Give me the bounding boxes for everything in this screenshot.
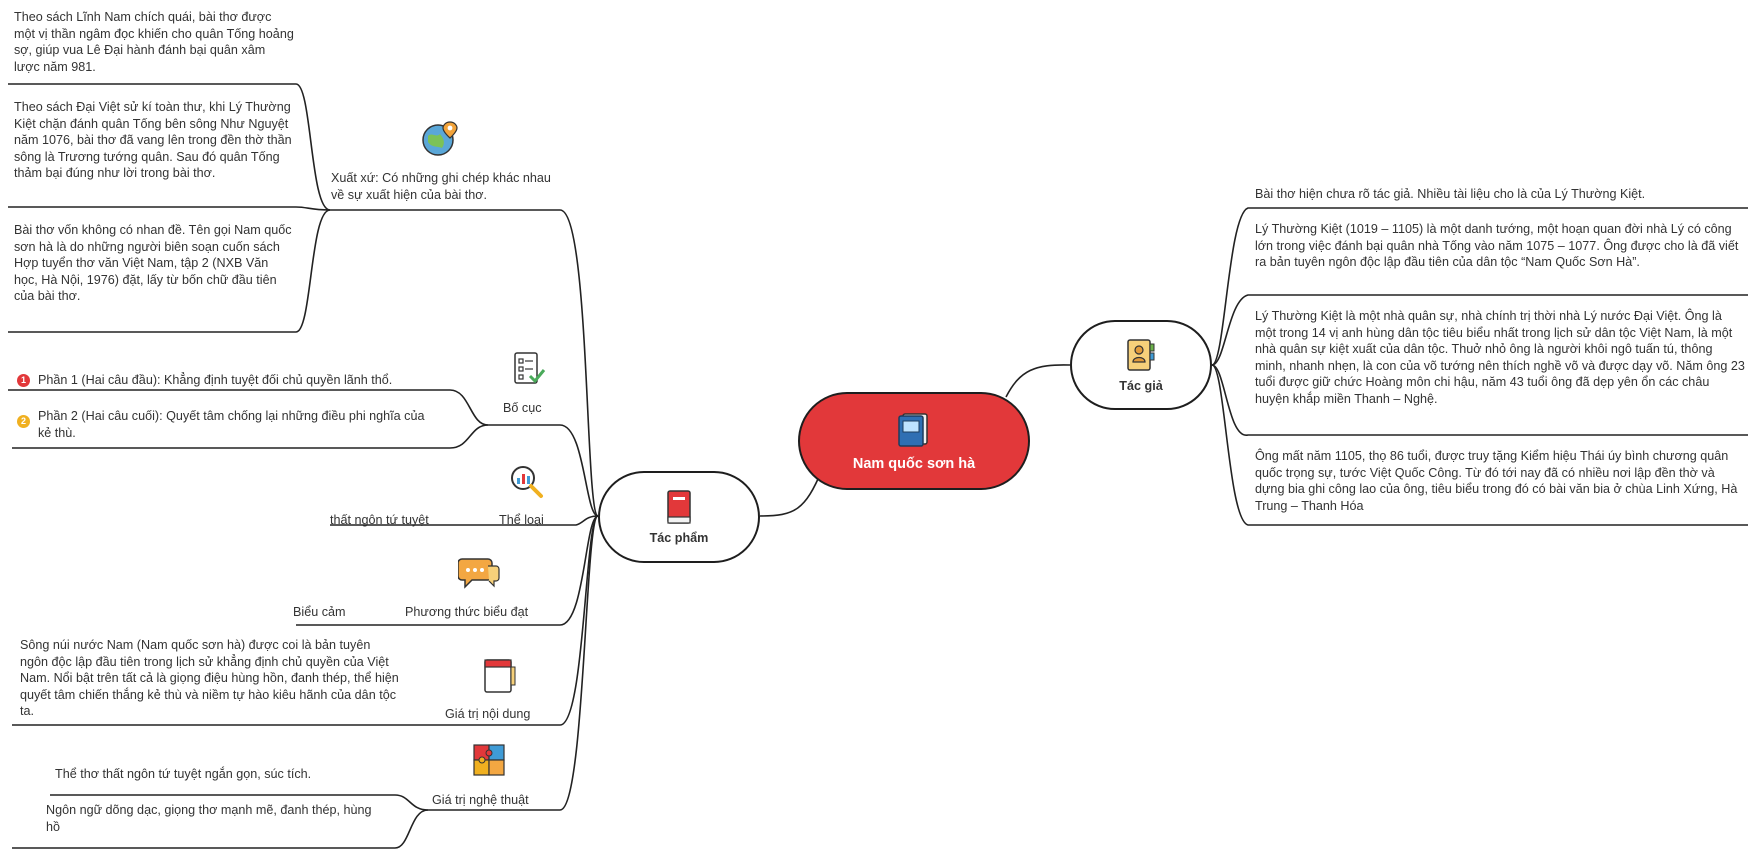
the-loai-value: thất ngôn tứ tuyệt: [330, 513, 429, 527]
branch-tac-gia[interactable]: Tác giả: [1070, 320, 1212, 410]
bo-cuc-label[interactable]: Bố cục: [503, 401, 542, 415]
central-topic[interactable]: Nam quốc sơn hà: [798, 392, 1030, 490]
central-title: Nam quốc sơn hà: [852, 456, 976, 472]
gia-tri-nghe-thuat-item: Ngôn ngữ dõng dạc, giọng thơ mạnh mẽ, đa…: [46, 803, 372, 834]
computer-book-icon: [898, 413, 928, 447]
tac-gia-note: Lý Thường Kiệt (1019 – 1105) là một danh…: [1255, 222, 1739, 270]
gia-tri-noi-dung-value: Sông núi nước Nam (Nam quốc sơn hà) được…: [20, 638, 399, 719]
notebook-icon: [484, 659, 516, 693]
priority-1-marker: 1: [17, 374, 30, 387]
bo-cuc-item: Phần 2 (Hai câu cuối): Quyết tâm chống l…: [38, 409, 425, 440]
gia-tri-nghe-thuat-label[interactable]: Giá trị nghệ thuật: [432, 793, 529, 807]
red-book-icon: [667, 490, 691, 524]
priority-2-marker: 2: [17, 415, 30, 428]
phuong-thuc-value: Biểu cảm: [293, 605, 346, 619]
tac-gia-title: Tác giả: [1119, 379, 1163, 393]
phuong-thuc-label[interactable]: Phương thức biểu đạt: [405, 605, 529, 619]
the-loai-label[interactable]: Thể loại: [499, 513, 544, 527]
xuat-xu-note: Theo sách Đại Việt sử kí toàn thư, khi L…: [14, 100, 292, 181]
gia-tri-nghe-thuat-item: Thể thơ thất ngôn tứ tuyệt ngắn gọn, súc…: [55, 767, 312, 781]
speech-bubble-icon: [458, 558, 500, 589]
checklist-icon: [514, 352, 546, 384]
xuat-xu-note: Theo sách Lĩnh Nam chích quái, bài thơ đ…: [14, 10, 294, 74]
tac-gia-note: Lý Thường Kiệt là một nhà quân sự, nhà c…: [1255, 309, 1745, 406]
xuat-xu-label[interactable]: Xuất xứ: Có những ghi chép khác nhau về …: [331, 171, 551, 202]
magnifier-chart-icon: [511, 466, 543, 498]
tac-gia-note: Bài thơ hiện chưa rõ tác giả. Nhiều tài …: [1255, 187, 1646, 201]
gia-tri-noi-dung-label[interactable]: Giá trị nội dung: [445, 707, 531, 721]
contact-card-icon: [1127, 339, 1155, 371]
bo-cuc-item: Phần 1 (Hai câu đầu): Khẳng định tuyệt đ…: [38, 373, 393, 387]
xuat-xu-note: Bài thơ vốn không có nhan đề. Tên gọi Na…: [14, 223, 292, 304]
tac-gia-note: Ông mất năm 1105, thọ 86 tuổi, được truy…: [1255, 449, 1738, 513]
tac-pham-title: Tác phẩm: [649, 531, 709, 545]
puzzle-icon: [473, 744, 505, 776]
globe-pin-icon: [422, 121, 458, 156]
branch-tac-pham[interactable]: Tác phẩm: [598, 471, 760, 563]
